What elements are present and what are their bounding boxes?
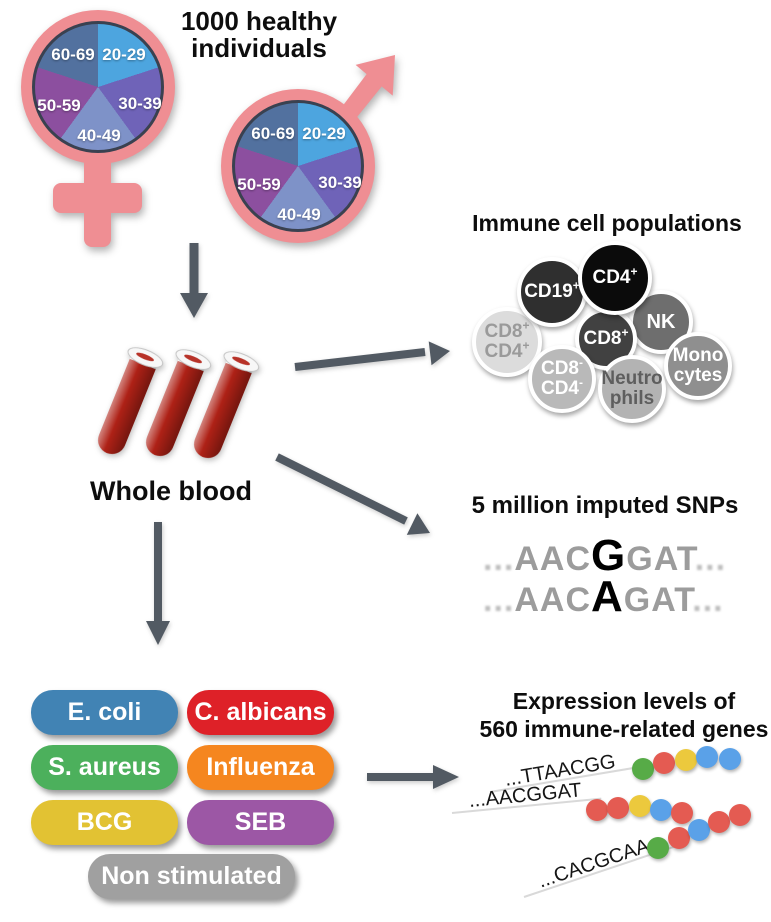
cell-monocytes: Mono cytes xyxy=(664,332,732,400)
cell-neutrophils: Neutro phils xyxy=(598,355,666,423)
stimulus-influenza: Influenza xyxy=(187,745,334,790)
main-title: 1000 healthy individuals xyxy=(180,6,338,63)
male-symbol xyxy=(221,55,395,243)
expression-dot xyxy=(607,797,629,819)
expression-dot xyxy=(708,811,730,833)
stimulus-saureus: S. aureus xyxy=(31,745,178,790)
expression-dot xyxy=(668,827,690,849)
cell-cd4: CD4+ xyxy=(578,241,652,315)
pie-label: 40-49 xyxy=(77,126,121,145)
arrow-blood-to-cells xyxy=(294,341,450,371)
expression-dot xyxy=(671,802,693,824)
cell-cd8pos-cd4pos: CD8+ CD4+ xyxy=(472,307,542,377)
female-symbol xyxy=(21,10,175,247)
arrow-blood-to-snps xyxy=(275,453,430,535)
immune-cells-title: Immune cell populations xyxy=(472,210,742,236)
pie-label: 30-39 xyxy=(118,94,162,113)
female-age-pie: 20-29 30-39 40-49 50-59 60-69 xyxy=(32,21,164,153)
expression-dot xyxy=(688,819,710,841)
expression-dot xyxy=(647,837,669,859)
pie-label: 30-39 xyxy=(318,173,362,192)
expression-dot xyxy=(650,799,672,821)
snp-sequence: ...AACAGAT... xyxy=(483,572,724,621)
arrow-stimuli-to-expression xyxy=(367,765,459,789)
expression-dot xyxy=(696,746,718,768)
expression-title: Expression levels of 560 immune-related … xyxy=(479,688,769,742)
pie-label: 60-69 xyxy=(51,45,95,64)
arrow-individuals-to-blood xyxy=(180,243,208,318)
arrow-blood-to-stimuli xyxy=(146,522,170,645)
expression-dot xyxy=(629,795,651,817)
stimulus-nonstimulated: Non stimulated xyxy=(88,854,295,899)
pie-label: 20-29 xyxy=(302,124,346,143)
stimulus-calbicans: C. albicans xyxy=(187,690,334,735)
male-age-pie: 20-29 30-39 40-49 50-59 60-69 xyxy=(232,100,364,232)
pie-label: 60-69 xyxy=(251,124,295,143)
whole-blood-label: Whole blood xyxy=(90,476,252,506)
expression-dot xyxy=(729,804,751,826)
pie-label: 20-29 xyxy=(102,45,146,64)
expression-dot xyxy=(586,799,608,821)
expression-dot xyxy=(632,758,654,780)
stimulus-seb: SEB xyxy=(187,800,334,845)
cell-cd8neg-cd4neg: CD8- CD4- xyxy=(528,345,596,413)
flow-arrows xyxy=(146,243,459,789)
snp-sequence: ...AACGGAT... xyxy=(483,531,727,580)
snps-title: 5 million imputed SNPs xyxy=(471,492,739,519)
expression-dot xyxy=(675,749,697,771)
pie-label: 50-59 xyxy=(237,175,281,194)
stimulus-ecoli: E. coli xyxy=(31,690,178,735)
pie-label: 50-59 xyxy=(37,96,81,115)
stimulus-bcg: BCG xyxy=(31,800,178,845)
expression-dot xyxy=(653,752,675,774)
cell-cd19: CD19+ xyxy=(517,257,587,327)
expression-dot xyxy=(719,748,741,770)
pie-label: 40-49 xyxy=(277,205,321,224)
